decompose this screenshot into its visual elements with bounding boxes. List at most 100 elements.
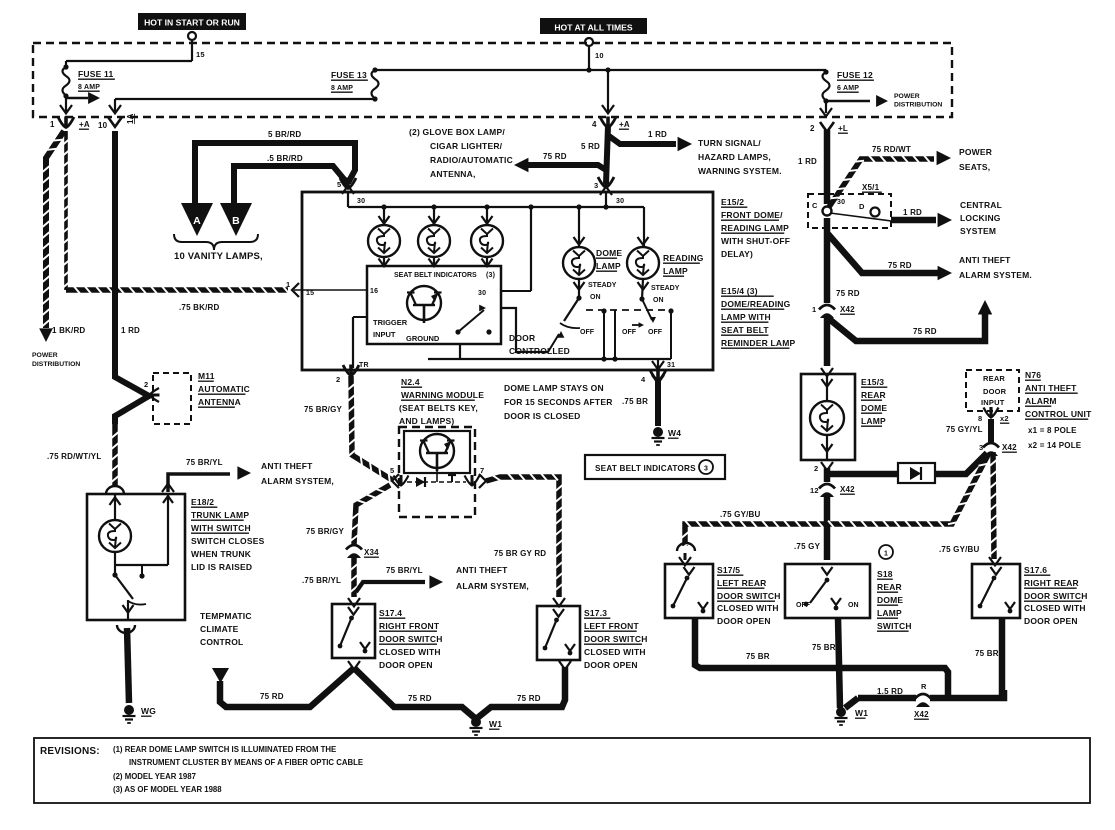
svg-text:LEFT REAR: LEFT REAR [717,578,767,588]
svg-text:ON: ON [590,294,601,301]
svg-text:OFF: OFF [580,329,595,336]
svg-text:DOOR OPEN: DOOR OPEN [584,660,638,670]
svg-text:1 RD: 1 RD [903,208,922,217]
svg-text:POWER: POWER [894,93,920,100]
svg-text:X5/1: X5/1 [862,183,880,192]
svg-text:DOOR: DOOR [509,333,535,343]
svg-text:HOT IN START OR RUN: HOT IN START OR RUN [144,18,240,28]
svg-text:CONTROL: CONTROL [200,637,243,647]
svg-text:3: 3 [704,466,708,473]
svg-text:75 BR: 75 BR [746,652,770,661]
svg-text:SWITCH CLOSES: SWITCH CLOSES [191,536,265,546]
svg-text:5 RD: 5 RD [581,142,600,151]
svg-text:W4: W4 [668,428,681,438]
svg-text:ON: ON [848,602,859,609]
svg-text:OFF: OFF [648,329,663,336]
svg-text:5 BR/RD: 5 BR/RD [268,130,301,139]
svg-text:FUSE 12: FUSE 12 [837,70,873,80]
svg-text:DOOR SWITCH: DOOR SWITCH [717,591,781,601]
svg-text:REAR: REAR [861,390,886,400]
svg-text:LAMP: LAMP [877,608,902,618]
svg-text:1 RD: 1 RD [798,157,817,166]
svg-text:SYSTEM: SYSTEM [960,226,996,236]
svg-text:DOOR SWITCH: DOOR SWITCH [379,634,443,644]
svg-text:x2 = 14 POLE: x2 = 14 POLE [1028,441,1082,450]
svg-text:DOOR OPEN: DOOR OPEN [379,660,433,670]
svg-text:WARNING MODULE: WARNING MODULE [401,390,484,400]
svg-text:31: 31 [667,362,675,369]
svg-text:LAMP: LAMP [596,261,621,271]
svg-text:HOT AT ALL TIMES: HOT AT ALL TIMES [554,23,633,33]
svg-text:DOME/READING: DOME/READING [721,299,791,309]
svg-text:N2.4: N2.4 [401,377,420,387]
svg-text:2: 2 [810,124,815,133]
svg-text:S17.6: S17.6 [1024,565,1047,575]
svg-text:6 AMP: 6 AMP [837,85,859,92]
svg-text:DISTRIBUTION: DISTRIBUTION [894,102,942,109]
svg-text:E18/2: E18/2 [191,497,214,507]
svg-text:75 RD: 75 RD [517,694,541,703]
svg-text:DOOR IS CLOSED: DOOR IS CLOSED [504,411,580,421]
svg-text:+A: +A [619,120,630,129]
svg-text:75 BR/GY: 75 BR/GY [304,405,343,414]
svg-text:C: C [812,201,818,210]
svg-text:DOME: DOME [861,403,887,413]
svg-text:x1 = 8 POLE: x1 = 8 POLE [1028,426,1077,435]
svg-text:75 RD: 75 RD [913,327,937,336]
svg-text:10: 10 [595,51,604,60]
svg-text:WG: WG [141,706,156,716]
svg-text:x2: x2 [1000,414,1009,423]
svg-text:CLIMATE: CLIMATE [200,624,239,634]
svg-text:30: 30 [478,290,486,297]
svg-text:TR: TR [359,362,369,369]
svg-text:TURN SIGNAL/: TURN SIGNAL/ [698,138,761,148]
svg-text:75 RD: 75 RD [408,694,432,703]
svg-text:CONTROLLED: CONTROLLED [509,346,570,356]
svg-text:1 BK/RD: 1 BK/RD [52,326,85,335]
svg-text:AND LAMPS): AND LAMPS) [399,416,454,426]
svg-text:75 RD: 75 RD [888,261,912,270]
svg-text:INPUT: INPUT [981,398,1005,407]
svg-text:1: 1 [286,280,290,289]
svg-text:.5 BR/RD: .5 BR/RD [267,154,303,163]
svg-text:LID IS RAISED: LID IS RAISED [191,562,252,572]
svg-text:LAMP: LAMP [861,416,886,426]
svg-text:3: 3 [594,181,598,190]
svg-text:E15/3: E15/3 [861,377,884,387]
svg-text:HAZARD LAMPS,: HAZARD LAMPS, [698,152,771,162]
svg-text:2: 2 [814,464,818,473]
svg-text:CLOSED WITH: CLOSED WITH [1024,603,1086,613]
svg-text:M11: M11 [198,371,215,381]
svg-text:RADIO/AUTOMATIC: RADIO/AUTOMATIC [430,155,513,165]
svg-text:POWER: POWER [32,352,58,359]
svg-text:ANTENNA,: ANTENNA, [430,169,476,179]
svg-text:15: 15 [196,50,205,59]
svg-text:FOR 15 SECONDS AFTER: FOR 15 SECONDS AFTER [504,397,613,407]
svg-text:8 AMP: 8 AMP [331,85,353,92]
svg-text:TRUNK LAMP: TRUNK LAMP [191,510,249,520]
svg-text:30: 30 [357,198,365,205]
svg-text:ALARM SYSTEM,: ALARM SYSTEM, [456,581,529,591]
svg-text:READING: READING [663,253,704,263]
svg-text:75 RD: 75 RD [543,152,567,161]
svg-text:ALARM: ALARM [1025,396,1057,406]
svg-text:REAR: REAR [983,374,1005,383]
svg-text:SEAT BELT INDICATORS: SEAT BELT INDICATORS [595,464,696,473]
svg-text:30: 30 [616,198,624,205]
svg-text:INSTRUMENT CLUSTER BY MEANS OF: INSTRUMENT CLUSTER BY MEANS OF A FIBER O… [129,758,363,767]
svg-text:POWER: POWER [959,147,992,157]
svg-text:1 RD: 1 RD [121,326,140,335]
svg-text:.75 BK/RD: .75 BK/RD [179,303,219,312]
svg-text:STEADY: STEADY [588,282,617,289]
svg-text:.75 GY/BU: .75 GY/BU [939,545,980,554]
svg-text:(3) AS OF MODEL YEAR 1988: (3) AS OF MODEL YEAR 1988 [113,785,222,794]
svg-text:75 BR GY RD: 75 BR GY RD [494,549,546,558]
svg-text:CONTROL UNIT: CONTROL UNIT [1025,409,1092,419]
svg-text:75 RD/WT: 75 RD/WT [872,145,911,154]
svg-text:DELAY): DELAY) [721,249,753,259]
svg-text:LOCKING: LOCKING [960,213,1001,223]
svg-text:X42: X42 [840,305,855,314]
svg-text:75 RD: 75 RD [836,289,860,298]
svg-text:S17/5: S17/5 [717,565,740,575]
svg-text:E15/2: E15/2 [721,197,744,207]
